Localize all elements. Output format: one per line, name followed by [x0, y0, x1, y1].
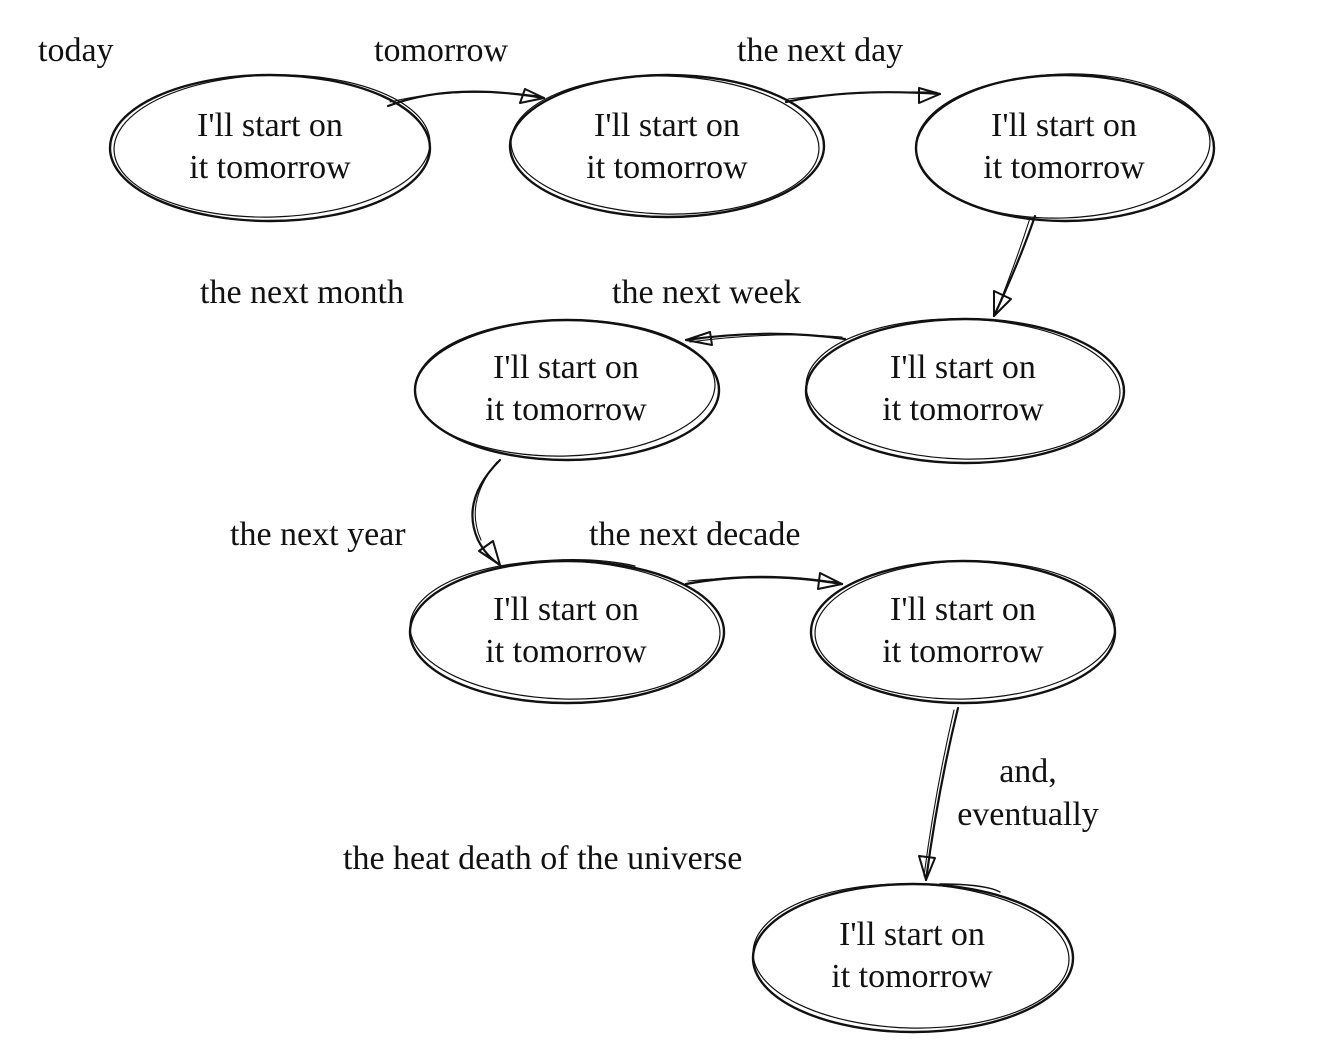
arrow-next-day-to-next-week [992, 214, 1037, 318]
label-eventually: and, eventually [940, 750, 1116, 836]
node-text-line-1: I'll start on [839, 916, 985, 953]
label-eventually-line-1: and, [999, 753, 1057, 790]
node-today-text: I'll start on it tomorrow [120, 105, 420, 189]
label-tomorrow: tomorrow [374, 32, 509, 69]
node-text-line-2: it tomorrow [485, 633, 647, 670]
label-next-year: the next year [230, 516, 406, 553]
node-text-line-2: it tomorrow [586, 149, 748, 186]
node-tomorrow-text: I'll start on it tomorrow [517, 105, 817, 189]
node-next-month-text: I'll start on it tomorrow [416, 347, 716, 431]
node-text-line-2: it tomorrow [485, 391, 647, 428]
label-eventually-line-2: eventually [957, 796, 1099, 833]
label-next-week: the next week [612, 274, 801, 311]
node-next-month-ellipse [413, 318, 721, 462]
label-today: today [38, 32, 114, 69]
arrow-tomorrow-to-next-day [784, 87, 942, 104]
node-text-line-1: I'll start on [991, 107, 1137, 144]
node-next-year-ellipse [408, 559, 726, 705]
node-heat-death-text: I'll start on it tomorrow [762, 914, 1062, 998]
node-next-decade-text: I'll start on it tomorrow [813, 589, 1113, 673]
arrow-next-week-to-next-month [684, 331, 847, 346]
node-next-day-ellipse [914, 73, 1216, 223]
label-heat-death: the heat death of the universe [343, 840, 743, 877]
node-next-week-ellipse [804, 317, 1126, 465]
node-text-line-1: I'll start on [594, 107, 740, 144]
node-next-day-text: I'll start on it tomorrow [914, 105, 1214, 189]
node-next-week-text: I'll start on it tomorrow [813, 347, 1113, 431]
node-text-line-2: it tomorrow [983, 149, 1145, 186]
label-next-day: the next day [737, 32, 904, 69]
node-next-decade-ellipse [809, 559, 1117, 705]
node-text-line-1: I'll start on [493, 591, 639, 628]
arrow-next-decade-to-heat-death [918, 706, 960, 882]
node-text-line-2: it tomorrow [882, 391, 1044, 428]
node-tomorrow-ellipse [508, 73, 826, 219]
arrow-next-month-to-next-year [471, 458, 502, 567]
node-today-ellipse [108, 73, 432, 223]
node-text-line-2: it tomorrow [831, 958, 993, 995]
label-next-decade: the next decade [589, 516, 801, 553]
arrow-today-to-tomorrow [386, 88, 546, 108]
arrow-next-year-to-next-decade [684, 572, 844, 590]
node-text-line-1: I'll start on [890, 349, 1036, 386]
node-text-line-1: I'll start on [197, 107, 343, 144]
node-text-line-2: it tomorrow [189, 149, 351, 186]
node-text-line-1: I'll start on [493, 349, 639, 386]
node-text-line-2: it tomorrow [882, 633, 1044, 670]
node-next-year-text: I'll start on it tomorrow [416, 589, 716, 673]
node-heat-death-ellipse [751, 882, 1075, 1034]
node-text-line-1: I'll start on [890, 591, 1036, 628]
label-next-month: the next month [200, 274, 404, 311]
